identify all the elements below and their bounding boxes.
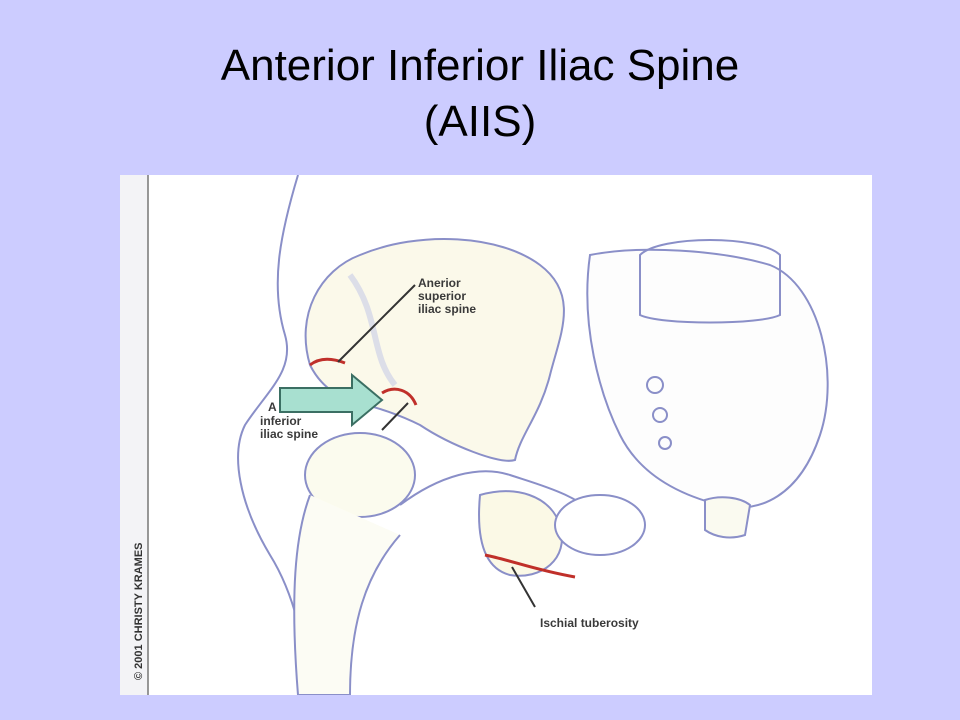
femoral-neck: [293, 494, 401, 695]
pubic-symphysis: [704, 496, 752, 539]
body-contour: [237, 175, 311, 695]
femoral-head: [304, 432, 416, 518]
label-asis-3: iliac spine: [418, 302, 476, 316]
label-asis-1: Anerior: [418, 276, 461, 290]
aiis-leader: [381, 402, 409, 431]
label-asis-2: superior: [418, 289, 466, 303]
vertebra: [639, 239, 781, 324]
label-ischial: Ischial tuberosity: [540, 616, 639, 630]
sacrum: [586, 248, 829, 509]
ischial-highlight: [484, 553, 576, 579]
asis-highlight: [309, 357, 346, 367]
title-line-1: Anterior Inferior Iliac Spine: [220, 41, 740, 90]
label-aiis-2: inferior: [260, 414, 302, 428]
slide-title: Anterior Inferior Iliac Spine (AIIS): [0, 38, 960, 150]
figure-left-edge: [120, 175, 148, 695]
label-aiis-1: A: [268, 400, 277, 414]
aiis-highlight: [381, 387, 418, 406]
ilium-wing: [304, 237, 565, 462]
ischial-leader: [511, 566, 536, 608]
pointer-arrow-icon: [279, 372, 384, 428]
pelvis-illustration: Anerior superior iliac spine A inferior …: [120, 175, 872, 695]
asis-leader: [337, 284, 416, 363]
label-aiis-3: iliac spine: [260, 427, 318, 441]
title-line-2: (AIIS): [423, 97, 537, 146]
copyright-text: © 2001 CHRISTY KRAMES: [133, 543, 145, 681]
obturator-foramen: [554, 494, 646, 556]
ischium: [478, 490, 563, 577]
